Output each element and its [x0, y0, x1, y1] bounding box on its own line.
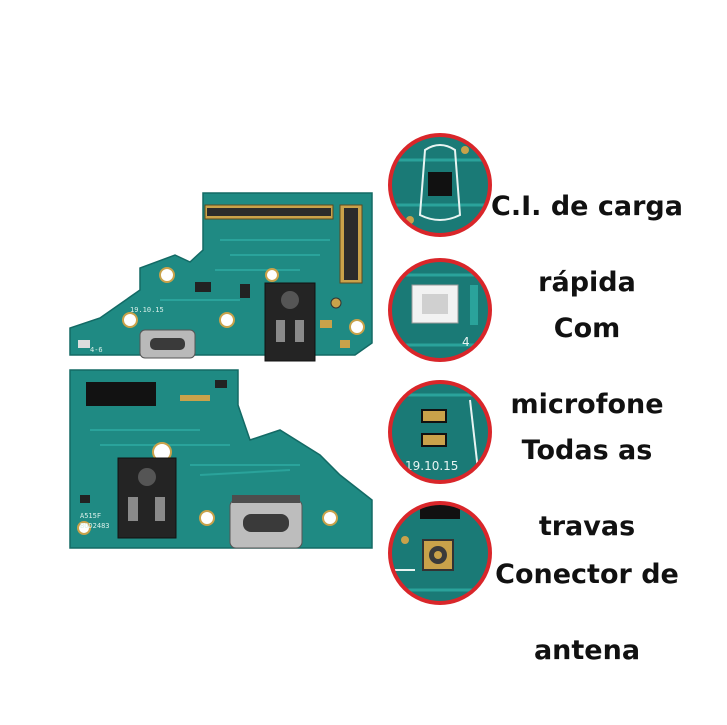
feature-label-microphone: Com microfone — [472, 272, 702, 462]
top-board-date-text: 19.10.15 — [130, 306, 164, 314]
top-charging-board: 19.10.15 4-6 — [69, 192, 373, 362]
bottom-board-model-text: A515F — [80, 512, 101, 520]
bottom-charging-board: A515F BOD2483 — [69, 369, 373, 549]
feature-label-latches: Todas as travas — [472, 394, 702, 584]
top-board-model-text: 4-6 — [90, 346, 103, 354]
feature-label-antenna-connector: Conector de antena — [472, 518, 702, 708]
bottom-board-code-text: BOD2483 — [80, 522, 110, 530]
charging-ic-closeup-icon — [388, 133, 492, 237]
feature-label-fast-charge-ic: C.I. de carga rápida — [472, 150, 702, 340]
feature-label-line: microfone — [510, 389, 664, 420]
feature-label-line: Todas as — [521, 435, 653, 466]
feature-label-line: travas — [538, 511, 636, 542]
latches-closeup-icon: 19.10.15 — [388, 380, 492, 484]
feature-label-line: Com — [553, 313, 621, 344]
antenna-connector-closeup-icon — [388, 501, 492, 605]
latches-badge-text: 19.10.15 — [405, 459, 458, 473]
feature-label-line: Conector de — [495, 559, 679, 590]
microphone-badge-text: 4 — [462, 335, 470, 349]
feature-label-line: antena — [533, 635, 641, 666]
microphone-closeup-icon: 4 — [388, 258, 492, 362]
feature-label-line: rápida — [538, 267, 636, 298]
feature-label-line: C.I. de carga — [491, 191, 683, 222]
